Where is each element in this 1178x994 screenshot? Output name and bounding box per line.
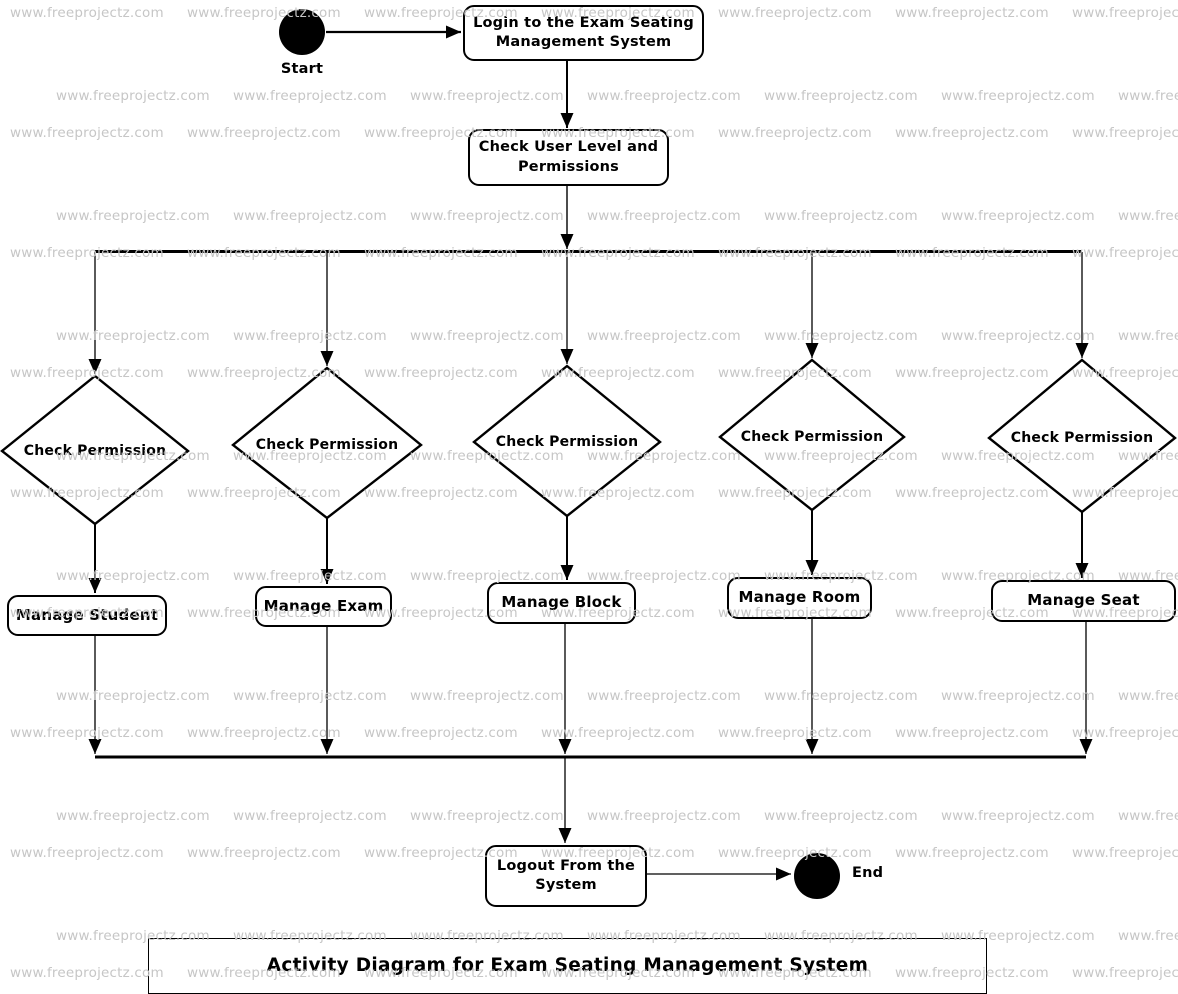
action-manage-exam-label: Manage Exam <box>263 596 384 615</box>
action-manage-block: Manage Block <box>487 582 636 624</box>
decision-label-2: Check Permission <box>255 436 399 453</box>
action-manage-student-label: Manage Student <box>15 605 159 624</box>
action-logout: Logout From the System <box>485 845 647 907</box>
action-manage-seat-label: Manage Seat <box>1027 591 1140 610</box>
action-manage-student: Manage Student <box>7 595 167 636</box>
action-login: Login to the Exam Seating Management Sys… <box>463 5 704 61</box>
action-manage-room-label: Manage Room <box>738 588 861 607</box>
action-login-label: Login to the Exam Seating Management Sys… <box>473 14 694 50</box>
end-node <box>794 853 840 899</box>
action-manage-room: Manage Room <box>727 577 872 619</box>
end-label: End <box>852 865 884 881</box>
decision-label-5: Check Permission <box>1010 429 1154 446</box>
start-label: Start <box>280 61 324 77</box>
decision-label-4: Check Permission <box>740 428 884 445</box>
diagram-title: Activity Diagram for Exam Seating Manage… <box>266 954 869 976</box>
decision-label-3: Check Permission <box>495 433 639 450</box>
action-manage-seat: Manage Seat <box>991 580 1176 622</box>
action-check-user-level-label: Check User Level and Permissions <box>478 139 659 175</box>
decision-label-1: Check Permission <box>23 442 167 459</box>
action-check-user-level: Check User Level and Permissions <box>468 129 669 186</box>
action-logout-label: Logout From the System <box>496 857 636 893</box>
action-manage-exam: Manage Exam <box>255 586 392 627</box>
action-manage-block-label: Manage Block <box>501 593 622 612</box>
start-node <box>279 9 325 55</box>
diagram-title-box: Activity Diagram for Exam Seating Manage… <box>148 938 987 994</box>
